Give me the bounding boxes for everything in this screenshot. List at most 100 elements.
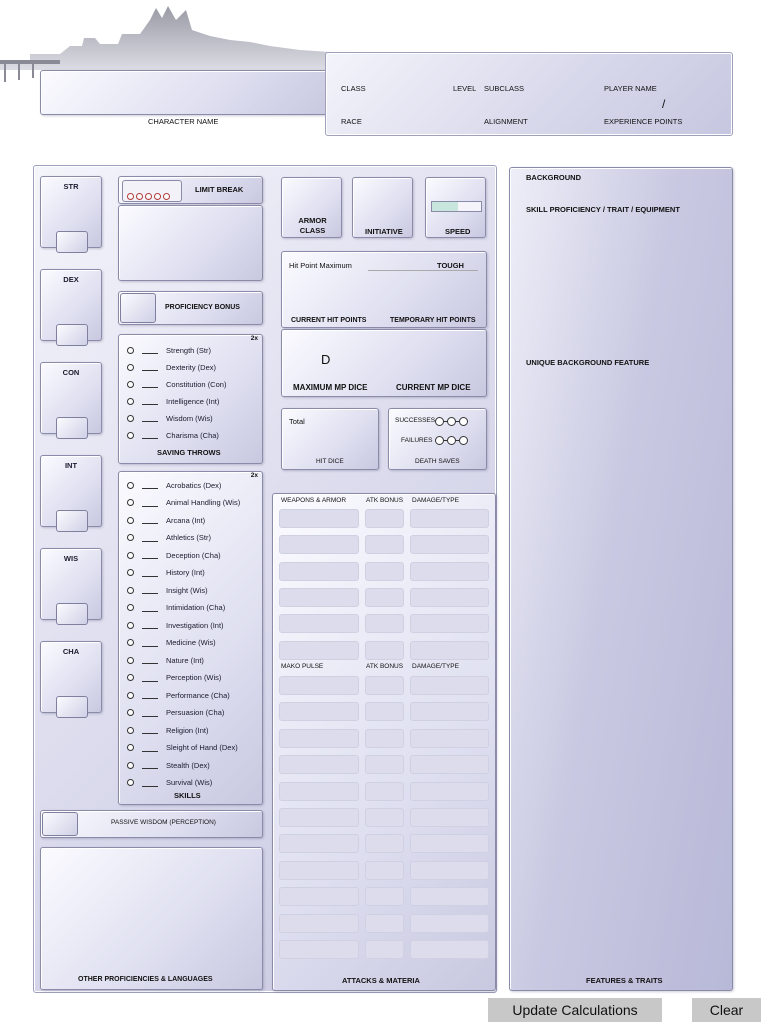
skill-row[interactable]: Sleight of Hand (Dex) (127, 741, 238, 755)
mako-row-name-field[interactable] (279, 755, 359, 775)
mako-row-atk-bonus-field[interactable] (365, 913, 404, 933)
mako-row-damage-field[interactable] (410, 702, 489, 722)
proficiency-radio[interactable] (127, 656, 134, 664)
failure-circle-icon[interactable] (435, 436, 444, 445)
weapon-row-name-field[interactable] (279, 509, 359, 528)
limit-dot-icon[interactable] (127, 193, 134, 200)
mako-row-damage-field[interactable] (410, 834, 489, 854)
other-proficiencies[interactable]: OTHER PROFICIENCIES & LANGUAGES (40, 847, 263, 990)
save-row[interactable]: Wisdom (Wis) (127, 411, 213, 425)
weapon-row-name-field[interactable] (279, 535, 359, 555)
weapon-row-atk-bonus-field[interactable] (365, 561, 404, 581)
skill-row[interactable]: Stealth (Dex) (127, 758, 210, 772)
proficiency-radio[interactable] (127, 346, 134, 354)
proficiency-radio[interactable] (127, 586, 134, 594)
character-name-field[interactable] (40, 70, 330, 115)
weapon-row-name-field[interactable] (279, 640, 359, 660)
mako-row-atk-bonus-field[interactable] (365, 676, 404, 695)
mako-row-name-field[interactable] (279, 808, 359, 827)
save-value[interactable] (142, 421, 158, 422)
proficiency-radio[interactable] (127, 639, 134, 646)
mako-row-atk-bonus-field[interactable] (365, 728, 404, 748)
skill-value[interactable] (142, 558, 158, 559)
ability-cha[interactable]: CHA (40, 641, 102, 718)
success-circle-icon[interactable] (459, 417, 468, 426)
skill-value[interactable] (142, 505, 158, 507)
proficiency-radio[interactable] (127, 431, 134, 439)
mako-row-name-field[interactable] (279, 834, 359, 854)
mako-row-damage-field[interactable] (410, 940, 489, 959)
mako-row-atk-bonus-field[interactable] (365, 781, 404, 801)
limit-dot-icon[interactable] (154, 193, 161, 200)
limit-dot-icon[interactable] (136, 193, 143, 200)
skill-row[interactable]: Perception (Wis) (127, 671, 221, 685)
weapon-row-name-field[interactable] (279, 614, 359, 634)
ability-int-modifier[interactable] (56, 510, 88, 532)
skill-value[interactable] (142, 733, 158, 734)
save-row[interactable]: Charisma (Cha) (127, 428, 219, 442)
features-panel[interactable]: BACKGROUND SKILL PROFICIENCY / TRAIT / E… (509, 167, 733, 991)
mako-row-name-field[interactable] (279, 913, 359, 933)
weapon-row-atk-bonus-field[interactable] (365, 509, 404, 528)
skill-row[interactable]: History (Int) (127, 566, 205, 580)
skill-row[interactable]: Animal Handling (Wis) (127, 496, 240, 510)
ability-dex[interactable]: DEX (40, 269, 102, 346)
mako-row-atk-bonus-field[interactable] (365, 834, 404, 854)
skill-value[interactable] (142, 575, 158, 577)
weapon-row-damage-field[interactable] (410, 587, 489, 607)
skill-row[interactable]: Religion (Int) (127, 723, 209, 737)
speed[interactable]: SPEED (425, 177, 486, 238)
proficiency-radio[interactable] (127, 779, 134, 786)
skill-row[interactable]: Survival (Wis) (127, 776, 212, 790)
weapon-row-atk-bonus-field[interactable] (365, 587, 404, 607)
save-row[interactable]: Dexterity (Dex) (127, 360, 216, 374)
update-calculations-button[interactable]: Update Calculations (488, 998, 662, 1022)
weapon-row-atk-bonus-field[interactable] (365, 535, 404, 555)
save-value[interactable] (142, 404, 158, 405)
proficiency-radio[interactable] (127, 691, 134, 699)
mp-dice[interactable]: D MAXIMUM MP DICE CURRENT MP DICE (281, 329, 487, 397)
skill-value[interactable] (142, 698, 158, 699)
weapon-row-name-field[interactable] (279, 561, 359, 581)
skill-value[interactable] (142, 523, 158, 524)
skill-value[interactable] (142, 715, 158, 717)
success-dots[interactable] (435, 417, 468, 426)
mako-row-name-field[interactable] (279, 781, 359, 801)
skill-value[interactable] (142, 663, 158, 664)
skill-row[interactable]: Insight (Wis) (127, 583, 208, 597)
mako-row-damage-field[interactable] (410, 887, 489, 907)
save-row[interactable]: Constitution (Con) (127, 377, 226, 391)
skill-row[interactable]: Intimidation (Cha) (127, 601, 225, 615)
save-value[interactable] (142, 353, 158, 354)
skill-row[interactable]: Performance (Cha) (127, 688, 230, 702)
failure-circle-icon[interactable] (447, 436, 456, 445)
ability-int[interactable]: INT (40, 455, 102, 532)
save-row[interactable]: Intelligence (Int) (127, 394, 219, 408)
armor-class[interactable]: ARMOR CLASS (281, 177, 342, 238)
hit-dice[interactable]: Total HIT DICE (281, 408, 379, 470)
skill-row[interactable]: Deception (Cha) (127, 548, 221, 562)
hit-points[interactable]: Hit Point Maximum TOUGH CURRENT HIT POIN… (281, 251, 487, 328)
skill-row[interactable]: Persuasion (Cha) (127, 706, 224, 720)
ability-str[interactable]: STR (40, 176, 102, 253)
skill-row[interactable]: Nature (Int) (127, 653, 204, 667)
skill-value[interactable] (142, 680, 158, 682)
mako-row-name-field[interactable] (279, 940, 359, 959)
mako-row-atk-bonus-field[interactable] (365, 940, 404, 959)
success-circle-icon[interactable] (435, 417, 444, 426)
clear-button[interactable]: Clear (692, 998, 761, 1022)
weapon-row-atk-bonus-field[interactable] (365, 640, 404, 660)
skill-value[interactable] (142, 610, 158, 612)
ability-con[interactable]: CON (40, 362, 102, 439)
proficiency-radio[interactable] (127, 744, 134, 751)
proficiency-bonus-field[interactable] (120, 293, 156, 323)
skill-row[interactable]: Medicine (Wis) (127, 636, 216, 650)
ability-str-modifier[interactable] (56, 231, 88, 253)
skill-value[interactable] (142, 785, 158, 787)
weapon-row-damage-field[interactable] (410, 614, 489, 634)
skill-value[interactable] (142, 645, 158, 647)
mako-row-atk-bonus-field[interactable] (365, 808, 404, 827)
class-field[interactable] (336, 63, 456, 85)
weapon-row-damage-field[interactable] (410, 509, 489, 528)
mako-row-damage-field[interactable] (410, 860, 489, 880)
